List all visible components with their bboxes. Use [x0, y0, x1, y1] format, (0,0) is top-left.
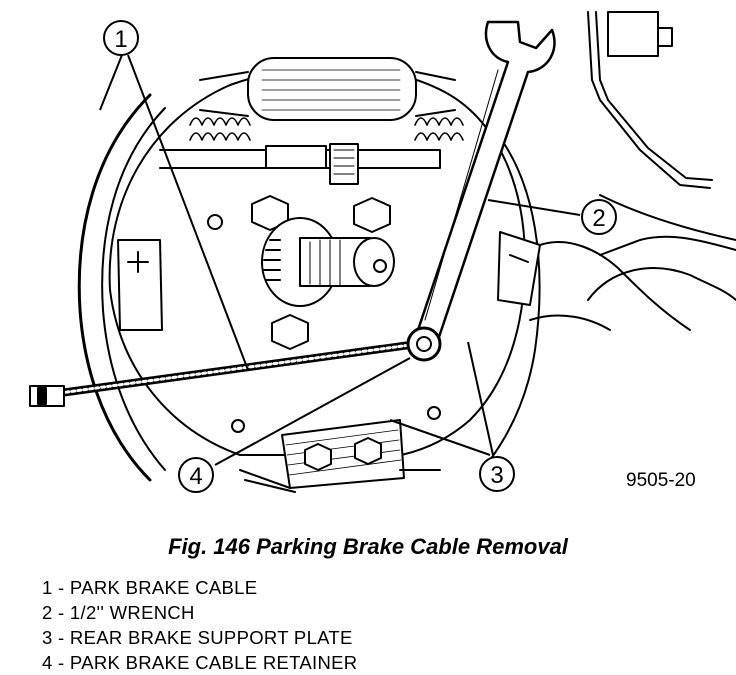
callout-4: 4 — [178, 457, 214, 493]
adjuster-strut — [159, 143, 441, 185]
wrench-illustration — [406, 20, 556, 362]
callout-3: 3 — [479, 456, 515, 492]
lug-nut — [353, 197, 391, 233]
brake-assembly-illustration: 1 2 3 4 — [29, 11, 736, 493]
leader-lines — [99, 54, 581, 466]
leader-line-3b — [389, 419, 491, 456]
legend-item: 2 - 1/2'' WRENCH — [42, 602, 195, 623]
mounting-hole — [231, 419, 245, 433]
park-brake-cable — [29, 341, 414, 407]
axle-spindle — [261, 217, 395, 307]
legend-list: 1 - PARK BRAKE CABLE 2 - 1/2'' WRENCH 3 … — [42, 575, 357, 675]
mounting-hole — [427, 406, 441, 420]
callout-1: 1 — [103, 20, 139, 56]
sensor-connector — [587, 11, 713, 189]
brake-drum-right-edge — [489, 144, 541, 461]
technician-hand — [529, 235, 736, 331]
figure-code: 9505-20 — [626, 470, 696, 491]
leader-line-2 — [487, 199, 581, 216]
anchor-bracket-right — [497, 231, 541, 306]
figure-caption: Fig. 146 Parking Brake Cable Removal — [168, 534, 568, 559]
legend-item: 4 - PARK BRAKE CABLE RETAINER — [42, 652, 358, 673]
callout-1-label: 1 — [114, 26, 127, 53]
wheel-cylinder — [199, 57, 456, 121]
legend-item: 1 - PARK BRAKE CABLE — [42, 577, 258, 598]
brake-drum-inner-ring — [101, 107, 166, 471]
callout-3-label: 3 — [490, 462, 503, 489]
callout-2: 2 — [581, 199, 617, 235]
cable-retainer-plate — [239, 419, 441, 493]
frame-edge — [599, 194, 736, 241]
return-spring-right — [414, 117, 464, 141]
leader-line-4 — [214, 357, 411, 466]
lug-nut — [271, 314, 309, 350]
brake-drum-outer-ring — [77, 93, 152, 482]
mounting-hole — [207, 214, 223, 230]
legend-item: 3 - REAR BRAKE SUPPORT PLATE — [42, 627, 353, 648]
return-spring-left — [189, 117, 251, 141]
callout-4-label: 4 — [189, 463, 202, 490]
leader-line-3 — [467, 341, 494, 456]
callout-2-label: 2 — [592, 205, 605, 232]
leader-line-1 — [127, 54, 249, 371]
anchor-bracket-left — [117, 239, 163, 331]
leader-line-1 — [99, 54, 123, 111]
